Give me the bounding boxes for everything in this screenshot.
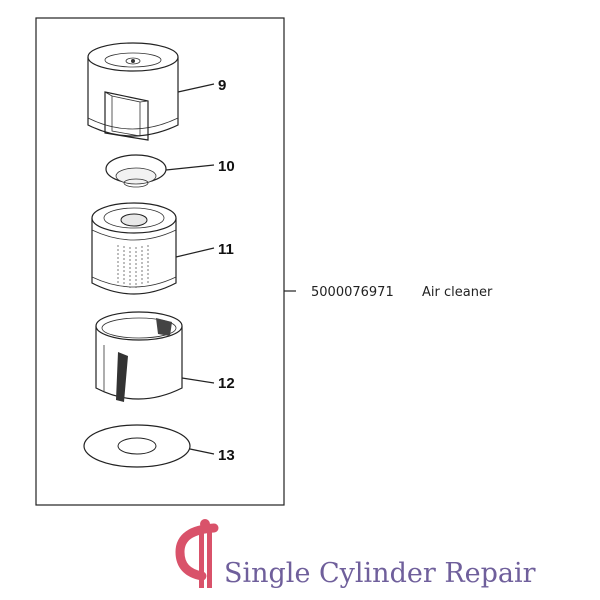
logo-mark-icon [175,519,219,588]
callout-9: 9 [218,77,226,94]
part-10-seal [105,154,167,188]
assembly-part-name: Air cleaner [422,285,493,300]
callout-11: 11 [218,241,234,258]
part-12-sleeve [95,311,183,402]
part-11-filter-element [91,202,177,295]
diagram-frame [35,17,285,506]
assembly-part-number: 5000076971 [311,285,394,300]
part-13-gasket [83,424,191,468]
leader-lines [165,83,296,455]
callout-10: 10 [218,158,235,175]
callout-13: 13 [218,447,235,464]
logo-text: Single Cylinder Repair [224,558,536,589]
callout-12: 12 [218,375,235,392]
logo: Single Cylinder Repair [175,519,536,589]
part-9-cover [87,42,179,141]
